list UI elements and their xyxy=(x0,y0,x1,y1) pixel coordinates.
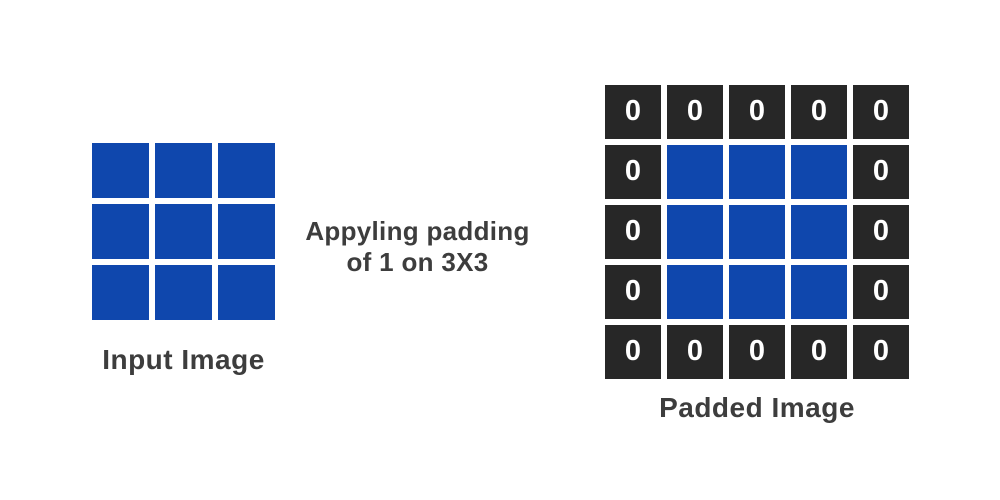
padded-pixel-cell xyxy=(667,145,723,199)
padded-pixel-cell xyxy=(667,205,723,259)
padding-description-line1: Appyling padding xyxy=(305,216,530,246)
padded-pixel-cell xyxy=(791,145,847,199)
padding-description: Appyling padding of 1 on 3X3 xyxy=(280,216,555,278)
input-pixel-cell xyxy=(92,265,149,320)
input-pixel-cell xyxy=(155,143,212,198)
padded-image-label: Padded Image xyxy=(659,392,855,423)
padded-zero-cell: 0 xyxy=(605,145,661,199)
padded-pixel-cell xyxy=(729,205,785,259)
padded-zero-cell: 0 xyxy=(791,325,847,379)
padded-zero-cell: 0 xyxy=(729,85,785,139)
input-pixel-cell xyxy=(155,204,212,259)
padded-pixel-cell xyxy=(791,205,847,259)
padded-zero-cell: 0 xyxy=(605,265,661,319)
padded-zero-cell: 0 xyxy=(729,325,785,379)
padded-zero-cell: 0 xyxy=(791,85,847,139)
padded-zero-cell: 0 xyxy=(853,265,909,319)
input-pixel-cell xyxy=(92,143,149,198)
padded-zero-cell: 0 xyxy=(605,85,661,139)
input-pixel-cell xyxy=(155,265,212,320)
padding-description-line2: of 1 on 3X3 xyxy=(346,247,489,277)
input-image-label: Input Image xyxy=(102,344,265,375)
padded-zero-cell: 0 xyxy=(853,145,909,199)
padded-zero-cell: 0 xyxy=(853,205,909,259)
padded-zero-cell: 0 xyxy=(667,85,723,139)
padded-zero-cell: 0 xyxy=(605,205,661,259)
input-pixel-cell xyxy=(218,265,275,320)
input-pixel-cell xyxy=(218,204,275,259)
padded-zero-cell: 0 xyxy=(853,325,909,379)
padded-zero-cell: 0 xyxy=(667,325,723,379)
padded-pixel-cell xyxy=(729,145,785,199)
padded-pixel-cell xyxy=(729,265,785,319)
padded-pixel-cell xyxy=(791,265,847,319)
input-pixel-cell xyxy=(92,204,149,259)
input-pixel-cell xyxy=(218,143,275,198)
padded-zero-cell: 0 xyxy=(605,325,661,379)
padded-zero-cell: 0 xyxy=(853,85,909,139)
input-image-grid xyxy=(92,143,275,320)
padded-pixel-cell xyxy=(667,265,723,319)
